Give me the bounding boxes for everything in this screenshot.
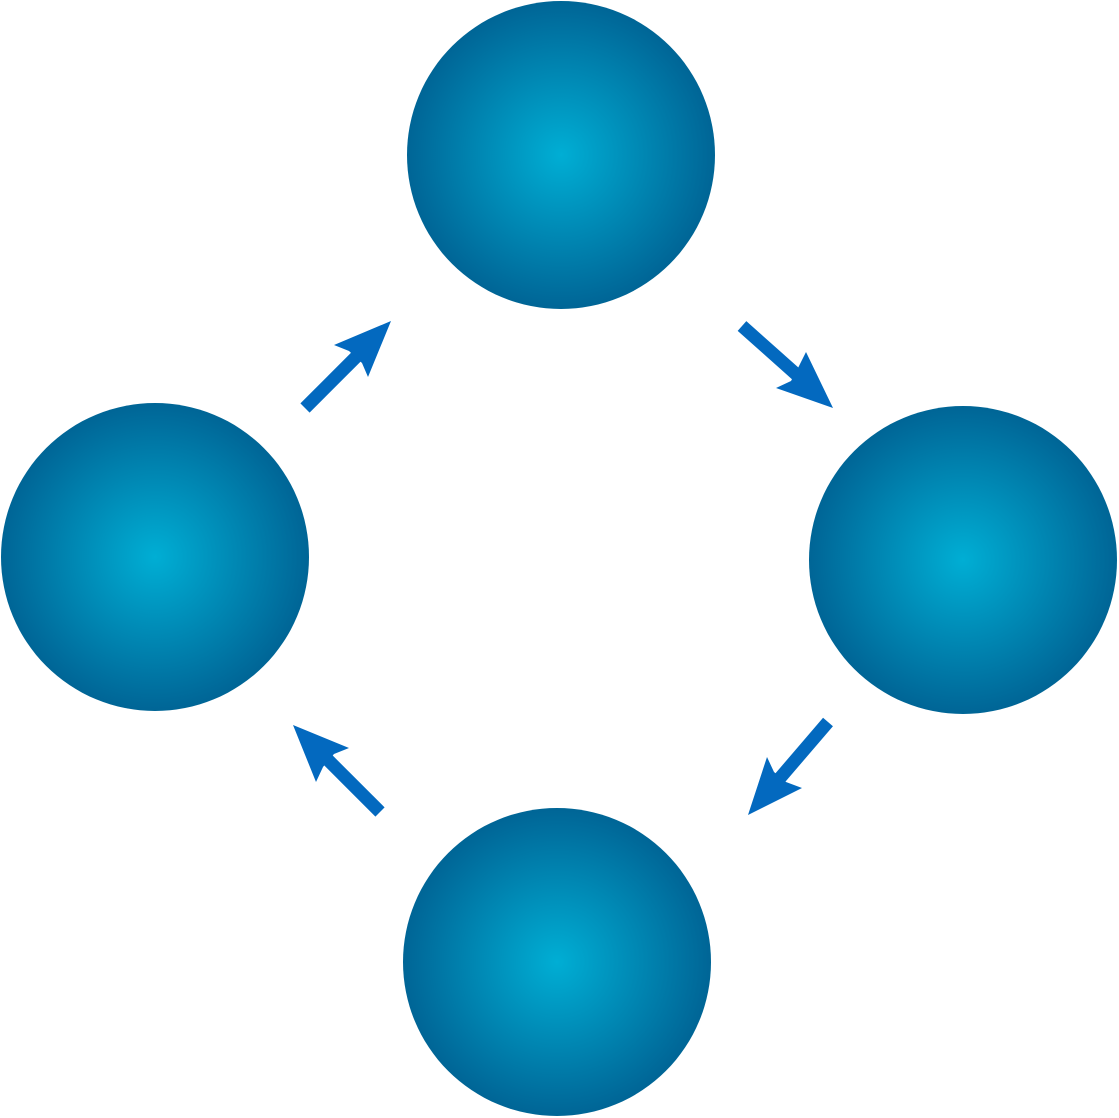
node-top bbox=[407, 1, 715, 309]
arrow-bottom-to-left bbox=[293, 725, 385, 817]
arrow-left-to-top bbox=[300, 321, 391, 413]
node-right bbox=[809, 406, 1117, 714]
arrow-top-to-right bbox=[737, 321, 833, 408]
node-left bbox=[1, 403, 309, 711]
arrow-right-to-bottom bbox=[748, 717, 833, 815]
node-bottom bbox=[403, 808, 711, 1116]
